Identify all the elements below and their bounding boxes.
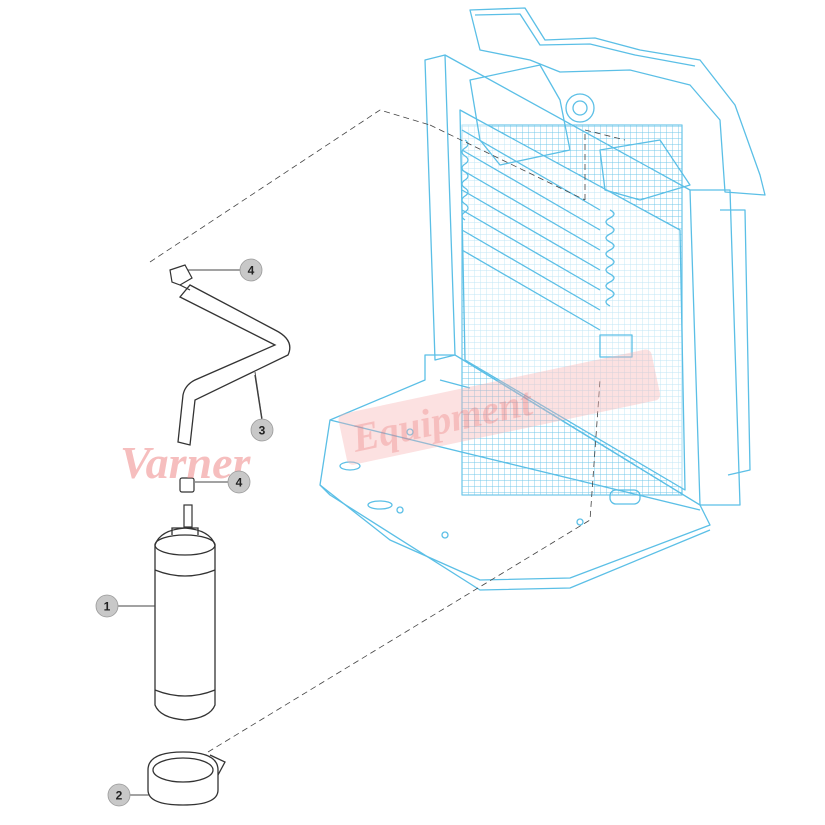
svg-text:1: 1 [104,600,111,614]
svg-text:4: 4 [236,476,243,490]
svg-text:2: 2 [116,789,123,803]
callout-leaders [118,269,263,796]
receiver-drier [154,527,216,721]
radiator-unit [319,7,766,591]
callout-1[interactable]: 1 [95,594,119,618]
hose [177,284,291,446]
callout-2[interactable]: 2 [107,783,131,807]
mounting-clamp [147,751,226,806]
fitting-top [169,264,193,291]
leader-dashed-lines [149,109,626,753]
fitting-bottom [179,477,195,528]
svg-text:3: 3 [259,424,266,438]
callout-3[interactable]: 3 [250,418,274,442]
callout-4-bottom[interactable]: 4 [227,470,251,494]
callout-4-top[interactable]: 4 [239,258,263,282]
svg-text:4: 4 [248,264,255,278]
